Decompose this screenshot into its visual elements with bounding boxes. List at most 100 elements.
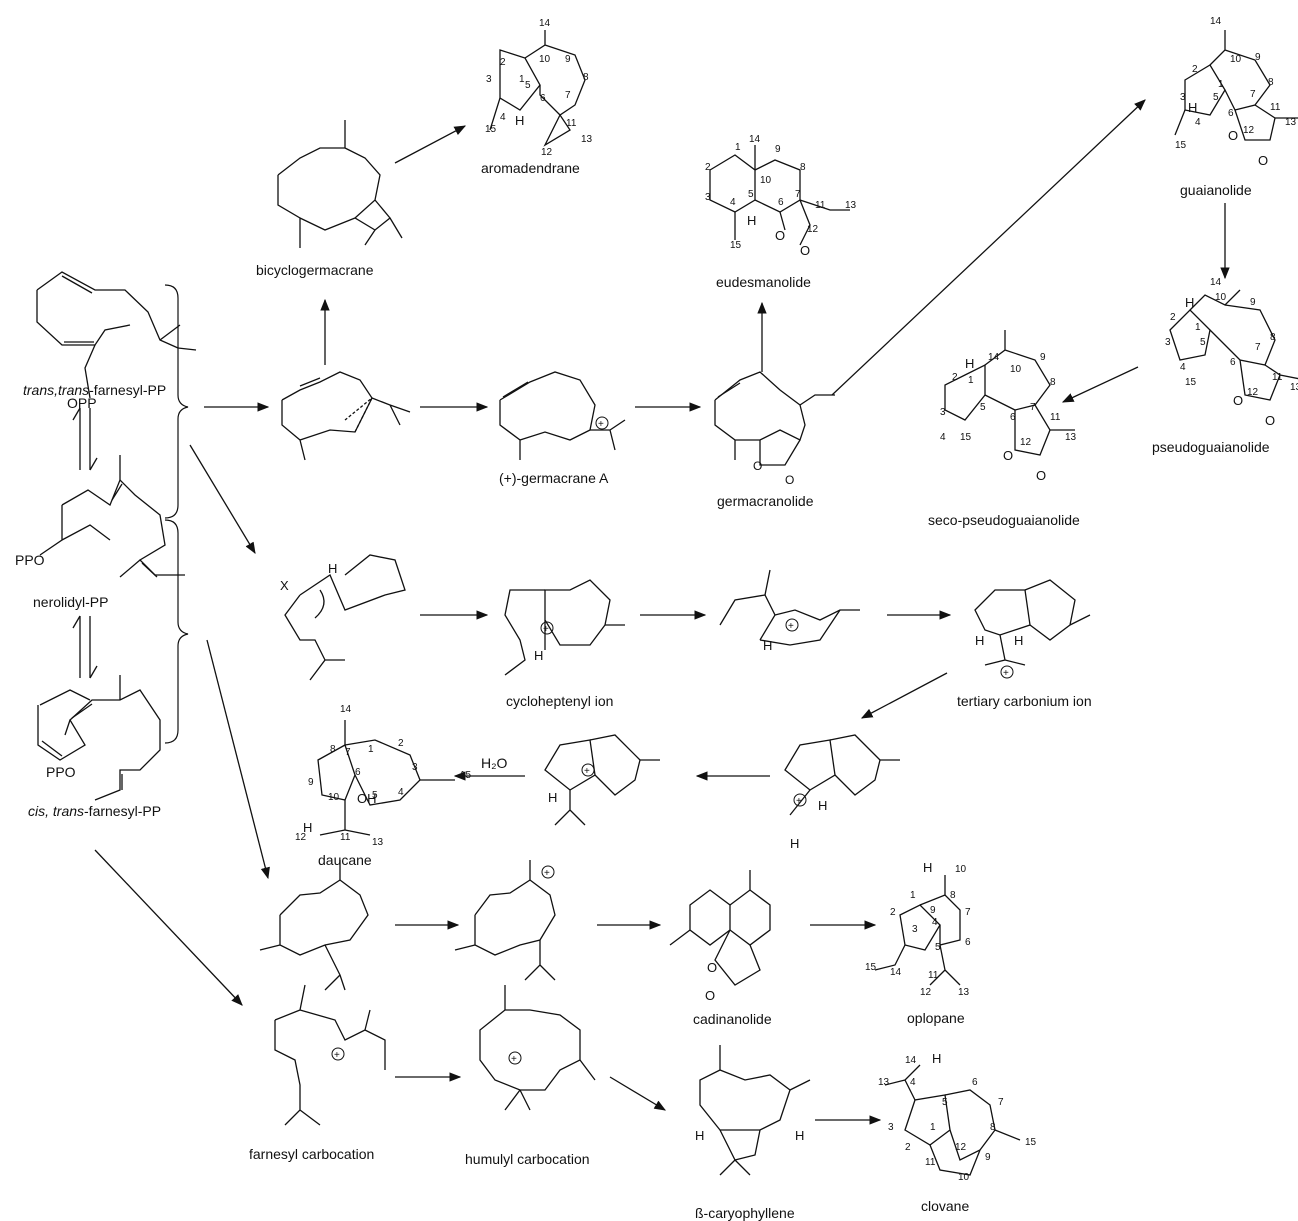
structure-clovane <box>884 1064 1021 1176</box>
structure-bicyclo-intermediate <box>281 371 411 461</box>
svg-text:9: 9 <box>985 1152 991 1163</box>
svg-text:9: 9 <box>1250 297 1256 308</box>
svg-text:4: 4 <box>940 432 946 443</box>
svg-text:10: 10 <box>1215 292 1227 303</box>
grouping-braces <box>164 284 189 744</box>
svg-text:3: 3 <box>888 1122 894 1133</box>
svg-text:H: H <box>548 790 557 805</box>
svg-text:15: 15 <box>1175 140 1187 151</box>
svg-text:5: 5 <box>748 189 754 200</box>
svg-text:O: O <box>707 960 717 975</box>
label-oplopane: oplopane <box>907 1010 965 1026</box>
arrow-pseudoguaianolide-to-seco <box>1061 366 1139 403</box>
svg-text:7: 7 <box>1255 342 1261 353</box>
svg-text:H: H <box>1014 633 1023 648</box>
germacranolide-carbonyl-o: O <box>785 473 794 487</box>
structure-nerolidyl-pp <box>39 455 185 578</box>
svg-text:H: H <box>975 633 984 648</box>
svg-text:11: 11 <box>928 970 939 981</box>
label-pseudoguaianolide: pseudoguaianolide <box>1152 439 1270 455</box>
svg-text:H: H <box>763 638 772 653</box>
svg-text:13: 13 <box>1285 117 1297 128</box>
svg-text:9: 9 <box>930 905 936 916</box>
svg-text:8: 8 <box>800 162 806 173</box>
arrow-fpp-to-germacradienyl <box>206 639 270 880</box>
label-seco-pseudoguaianolide: seco-pseudoguaianolide <box>928 512 1080 528</box>
svg-text:12: 12 <box>955 1142 967 1153</box>
svg-text:4: 4 <box>1195 117 1201 128</box>
structure-b-caryophyllene <box>699 1045 811 1176</box>
svg-text:14: 14 <box>905 1055 917 1066</box>
svg-text:H: H <box>695 1128 704 1143</box>
svg-text:H: H <box>932 1051 941 1066</box>
equilibrium-arrowhead-down-2 <box>89 665 98 679</box>
charge-cycloheptenyl: + <box>540 621 554 635</box>
svg-text:1: 1 <box>930 1122 936 1133</box>
x-group-label: X <box>280 578 289 593</box>
svg-text:7: 7 <box>1250 89 1256 100</box>
svg-text:2: 2 <box>952 372 958 383</box>
label-clovane: clovane <box>921 1198 970 1214</box>
svg-text:2: 2 <box>398 738 404 749</box>
label-guaianolide: guaianolide <box>1180 182 1252 198</box>
svg-text:5: 5 <box>1213 92 1219 103</box>
equilibrium-arrowhead-up-1 <box>72 407 81 421</box>
aromadendrane-h: H <box>515 113 524 128</box>
svg-text:5: 5 <box>980 402 986 413</box>
structure-aromadendrane <box>489 30 586 147</box>
svg-text:+: + <box>598 419 604 430</box>
svg-text:13: 13 <box>1290 382 1298 393</box>
charge-humulyl: + <box>508 1051 522 1065</box>
label-farnesyl-carbocation: farnesyl carbocation <box>249 1146 375 1162</box>
svg-text:1: 1 <box>1195 322 1201 333</box>
svg-text:H: H <box>1185 295 1194 310</box>
svg-text:3: 3 <box>486 74 492 85</box>
structure-oplopane <box>874 875 961 986</box>
svg-text:2: 2 <box>905 1142 911 1153</box>
svg-text:6: 6 <box>972 1077 978 1088</box>
svg-text:14: 14 <box>749 134 761 145</box>
svg-text:4: 4 <box>932 917 938 928</box>
structure-hydride-shift-intermediate <box>784 734 900 816</box>
svg-text:9: 9 <box>1255 52 1261 63</box>
label-germacranolide: germacranolide <box>717 493 814 509</box>
svg-text:15: 15 <box>730 240 742 251</box>
equilibrium-arrowhead-up-2 <box>72 615 81 629</box>
svg-text:7: 7 <box>795 189 801 200</box>
svg-text:1: 1 <box>1218 79 1224 90</box>
equilibrium-arrowhead-down-1 <box>89 457 98 471</box>
label-eudesmanolide: eudesmanolide <box>716 274 811 290</box>
svg-text:13: 13 <box>581 134 593 145</box>
label-cycloheptenyl-ion: cycloheptenyl ion <box>506 693 614 709</box>
arrow-germacranolide-to-guaianolide <box>831 99 1146 396</box>
reaction-arrows <box>72 99 1230 1125</box>
svg-text:+: + <box>788 621 794 632</box>
svg-text:6: 6 <box>1228 108 1234 119</box>
svg-text:4: 4 <box>1180 362 1186 373</box>
germacranolide-o: O <box>753 459 762 473</box>
svg-text:9: 9 <box>308 777 314 788</box>
label-h2o: H₂O <box>481 755 508 771</box>
label-ppo-nerolidyl: PPO <box>15 552 45 568</box>
svg-text:O: O <box>1233 393 1243 408</box>
svg-text:1: 1 <box>368 744 374 755</box>
svg-text:7: 7 <box>1030 402 1036 413</box>
positive-charges: + + + + + + + + + <box>331 416 1014 1065</box>
svg-text:11: 11 <box>340 832 351 843</box>
svg-text:4: 4 <box>398 787 404 798</box>
svg-text:11: 11 <box>1270 102 1281 113</box>
svg-text:7: 7 <box>345 747 351 758</box>
svg-text:6: 6 <box>540 93 546 104</box>
svg-text:3: 3 <box>912 924 918 935</box>
label-germacrane-a: (+)-germacrane A <box>499 470 609 486</box>
svg-text:8: 8 <box>583 72 589 83</box>
svg-text:7: 7 <box>965 907 971 918</box>
structure-x-intermediate <box>284 554 406 681</box>
svg-text:15: 15 <box>960 432 972 443</box>
structure-seco-pseudoguaianolide <box>944 330 1075 456</box>
svg-text:8: 8 <box>330 744 336 755</box>
